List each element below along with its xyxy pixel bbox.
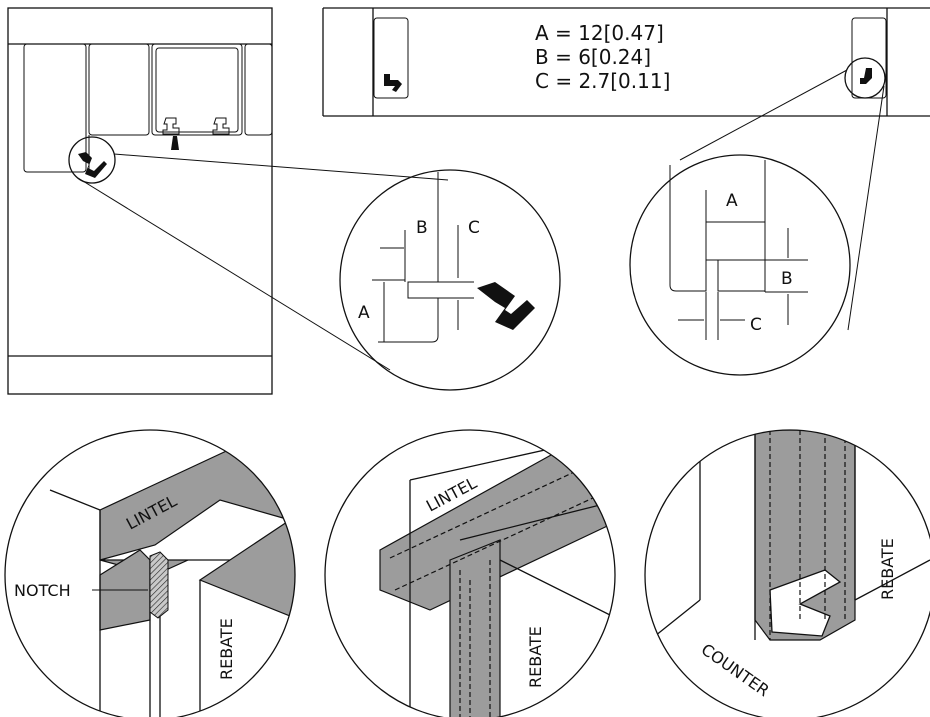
callout-rebate-2: REBATE [526, 626, 545, 688]
detail-circle-plan: A B C [629, 154, 851, 376]
isometric-lintel-rebate-detail: LINTEL REBATE [324, 429, 616, 717]
dim-label-a-plan: A [726, 191, 738, 211]
dimension-b-value: B = 6[0.24] [535, 45, 651, 69]
dimension-a-value: A = 12[0.47] [535, 21, 664, 45]
detail-circle-front: B C A [339, 169, 561, 391]
isometric-counter-detail: COUNTER REBATE [644, 429, 930, 717]
leader-lines [77, 69, 885, 371]
dim-label-c-plan: C [750, 315, 762, 335]
callout-counter: COUNTER [698, 640, 773, 701]
dim-label-a: A [358, 303, 370, 323]
front-elevation [7, 7, 273, 395]
isometric-notch-detail: LINTEL NOTCH REBATE [4, 429, 296, 717]
dimension-c-value: C = 2.7[0.11] [535, 69, 670, 93]
dim-label-b: B [416, 218, 428, 238]
dim-label-c: C [468, 218, 480, 238]
top-plan-view: A = 12[0.47] B = 6[0.24] C = 2.7[0.11] [322, 7, 930, 117]
callout-rebate-1: REBATE [217, 618, 236, 680]
callout-rebate-3: REBATE [878, 538, 897, 600]
callout-notch: NOTCH [14, 581, 71, 600]
dim-label-b-plan: B [781, 269, 793, 289]
